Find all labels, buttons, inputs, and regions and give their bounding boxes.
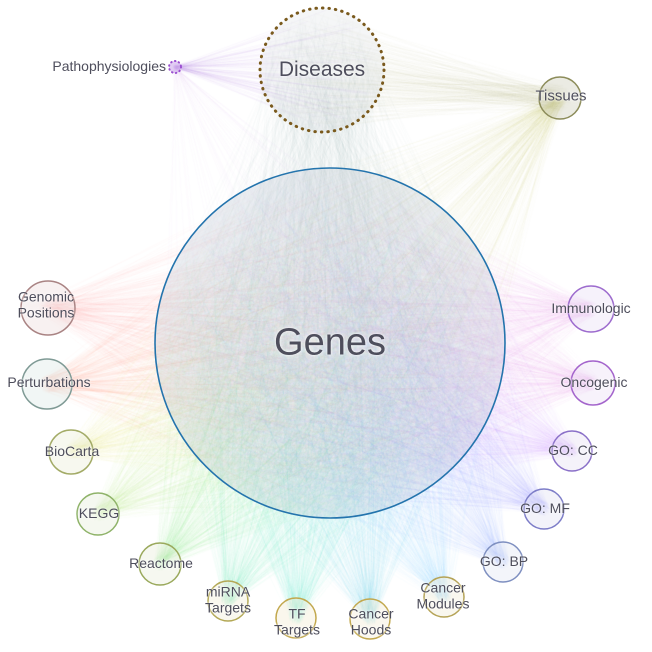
node-tf_targets[interactable] — [275, 597, 317, 639]
node-cancer_hoods[interactable] — [349, 598, 391, 640]
node-go_cc[interactable] — [551, 430, 593, 472]
node-genes[interactable] — [154, 167, 506, 519]
node-go_bp[interactable] — [482, 541, 524, 583]
node-kegg[interactable] — [76, 492, 120, 536]
node-go_mf[interactable] — [523, 488, 565, 530]
node-tissues[interactable] — [538, 76, 582, 120]
node-genomic_positions[interactable] — [20, 280, 76, 336]
node-reactome[interactable] — [138, 542, 182, 586]
node-pathophysiologies[interactable] — [168, 60, 182, 74]
node-biocarta[interactable] — [48, 429, 94, 475]
node-perturbations[interactable] — [21, 358, 73, 410]
node-diseases[interactable] — [258, 6, 386, 134]
node-mirna_targets[interactable] — [207, 580, 249, 622]
node-cancer_modules[interactable] — [423, 576, 465, 618]
node-oncogenic[interactable] — [570, 360, 616, 406]
node-immunologic[interactable] — [567, 285, 615, 333]
